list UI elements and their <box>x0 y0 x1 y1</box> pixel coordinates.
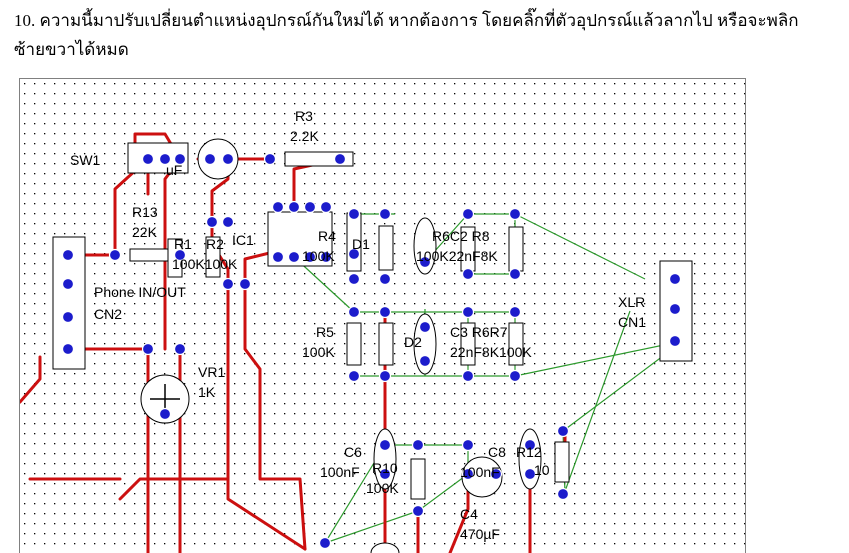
label-cn2: CN2 <box>94 306 122 322</box>
pads[interactable] <box>61 152 682 550</box>
label-r2: R2 <box>206 236 224 252</box>
label-cn1: CN1 <box>618 314 646 330</box>
label-r3-value: 2.2K <box>290 128 319 144</box>
r12-outline <box>554 441 570 483</box>
label-r6c2r8-value: 100K22nF8K <box>416 248 498 264</box>
label-c4: C4 <box>460 506 478 522</box>
label-d2: D2 <box>404 334 422 350</box>
c8-c4-outline <box>461 456 503 498</box>
instruction-line-1: 10. ความนี้มาปรับเปลี่ยนตำแหน่งอุปกรณ์กั… <box>14 11 799 30</box>
label-r1: R1 <box>174 236 192 252</box>
label-xlr: XLR <box>618 294 645 310</box>
instruction-line-2: ซ้ายขวาได้หมด <box>14 40 129 59</box>
label-r10-value: 100K <box>366 480 399 496</box>
label-r4-value: 100K <box>302 248 335 264</box>
label-phone-in-out: Phone IN/OUT <box>94 284 186 300</box>
partial-component-bottom <box>370 542 400 553</box>
label-r3: R3 <box>295 108 313 124</box>
d2-outline <box>378 322 394 366</box>
label-sw1: SW1 <box>70 152 101 168</box>
pcb-board-svg[interactable]: SW1 R3 2.2K uF R13 22K R1 R2 IC1 100K100… <box>20 79 745 553</box>
label-r5-value: 100K <box>302 344 335 360</box>
label-vr1-value: 1K <box>198 384 216 400</box>
label-r5: R5 <box>316 324 334 340</box>
component-labels: SW1 R3 2.2K uF R13 22K R1 R2 IC1 100K100… <box>70 108 646 542</box>
label-d1: D1 <box>352 236 370 252</box>
label-r12-value: 10 <box>534 462 550 478</box>
r7-outline <box>508 322 524 366</box>
label-r12: R12 <box>516 444 542 460</box>
r13-outline <box>129 248 169 262</box>
label-r4: R4 <box>318 228 336 244</box>
r2-outline <box>205 236 221 278</box>
label-c6-value: 100nF <box>320 464 360 480</box>
label-c4-value: 470µF <box>460 526 500 542</box>
r5-outline <box>346 322 362 366</box>
instruction-text: 10. ความนี้มาปรับเปลี่ยนตำแหน่งอุปกรณ์กั… <box>14 6 844 64</box>
label-vr1: VR1 <box>198 364 225 380</box>
label-c3r6r7: C3 R6R7 <box>450 324 508 340</box>
label-r13-value: 22K <box>132 224 158 240</box>
label-r6c2r8: R6C2 R8 <box>432 228 490 244</box>
r10-outline <box>410 458 426 500</box>
label-ic1: IC1 <box>232 232 254 248</box>
ratsnest-lines <box>293 213 684 544</box>
label-r10: R10 <box>372 460 398 476</box>
label-r13: R13 <box>132 204 158 220</box>
label-c8: C8 <box>488 444 506 460</box>
label-c3r6r7-value: 22nF8K100K <box>450 344 532 360</box>
r6b-outline <box>460 322 476 366</box>
d1-outline <box>378 225 394 271</box>
pcb-layout-canvas[interactable]: SW1 R3 2.2K uF R13 22K R1 R2 IC1 100K100… <box>19 78 746 553</box>
label-c8-value: 100nF <box>460 464 500 480</box>
label-r1r2-value: 100K100K <box>172 256 238 272</box>
label-c6: C6 <box>344 444 362 460</box>
r8-outline <box>508 226 524 272</box>
cap-electrolytic-outline <box>197 138 239 180</box>
label-uf: uF <box>166 162 182 178</box>
